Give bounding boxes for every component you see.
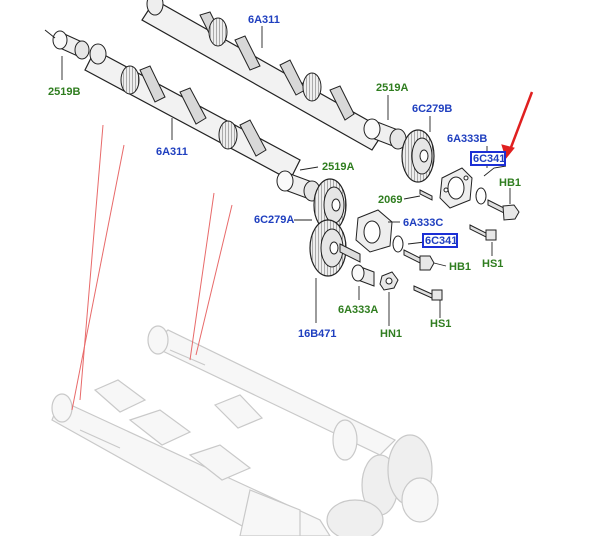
washer-bolt-hb1-mid	[392, 235, 435, 271]
label-2519a-mid[interactable]: 2519A	[322, 161, 354, 173]
label-2519a-top[interactable]: 2519A	[376, 82, 408, 94]
label-16b471[interactable]: 16B471	[298, 328, 337, 340]
callout-arrow	[501, 91, 534, 160]
label-hn1[interactable]: HN1	[380, 328, 402, 340]
label-hs1-right[interactable]: HS1	[482, 258, 503, 270]
label-6a333b[interactable]: 6A333B	[447, 133, 487, 145]
camshaft-top	[141, 0, 386, 151]
dowel-2069	[419, 189, 433, 201]
leader-lines	[61, 26, 511, 326]
highlight-box-6c341-mid[interactable]	[422, 233, 458, 248]
gear-6c279a	[313, 178, 347, 232]
washer-bolt-hb1-top	[475, 187, 520, 221]
label-hb1-top[interactable]: HB1	[499, 177, 521, 189]
label-6c341-top[interactable]: 6C341	[473, 153, 505, 165]
label-6c279b[interactable]: 6C279B	[412, 103, 452, 115]
bearing-2519b	[52, 30, 90, 60]
ghost-engine-context	[51, 325, 439, 541]
label-2069[interactable]: 2069	[378, 194, 402, 206]
gear-6c279b	[401, 129, 435, 183]
label-6c341-mid[interactable]: 6C341	[425, 235, 457, 247]
flange-6a333b	[439, 167, 473, 209]
label-6c279a[interactable]: 6C279A	[254, 214, 294, 226]
flange-6a333c	[355, 209, 393, 253]
highlight-box-6c341-top[interactable]	[470, 151, 506, 166]
label-hb1-mid[interactable]: HB1	[449, 261, 471, 273]
label-hs1-bottom[interactable]: HS1	[430, 318, 451, 330]
nut-hn1	[379, 271, 399, 291]
label-2519b[interactable]: 2519B	[48, 86, 80, 98]
label-6a333c[interactable]: 6A333C	[403, 217, 443, 229]
bearing-2519a-mid	[276, 170, 321, 202]
red-reference-lines	[71, 124, 233, 411]
gear-16b471	[309, 219, 361, 277]
label-6a311-mid[interactable]: 6A311	[156, 146, 188, 158]
spacer-6a333a	[351, 264, 375, 287]
label-6a333a[interactable]: 6A333A	[338, 304, 378, 316]
bearing-2519a-top	[363, 118, 407, 150]
bolt-hs1-bottom	[413, 285, 443, 301]
label-6a311-top[interactable]: 6A311	[248, 14, 280, 26]
bolt-hs1-right	[469, 224, 497, 241]
